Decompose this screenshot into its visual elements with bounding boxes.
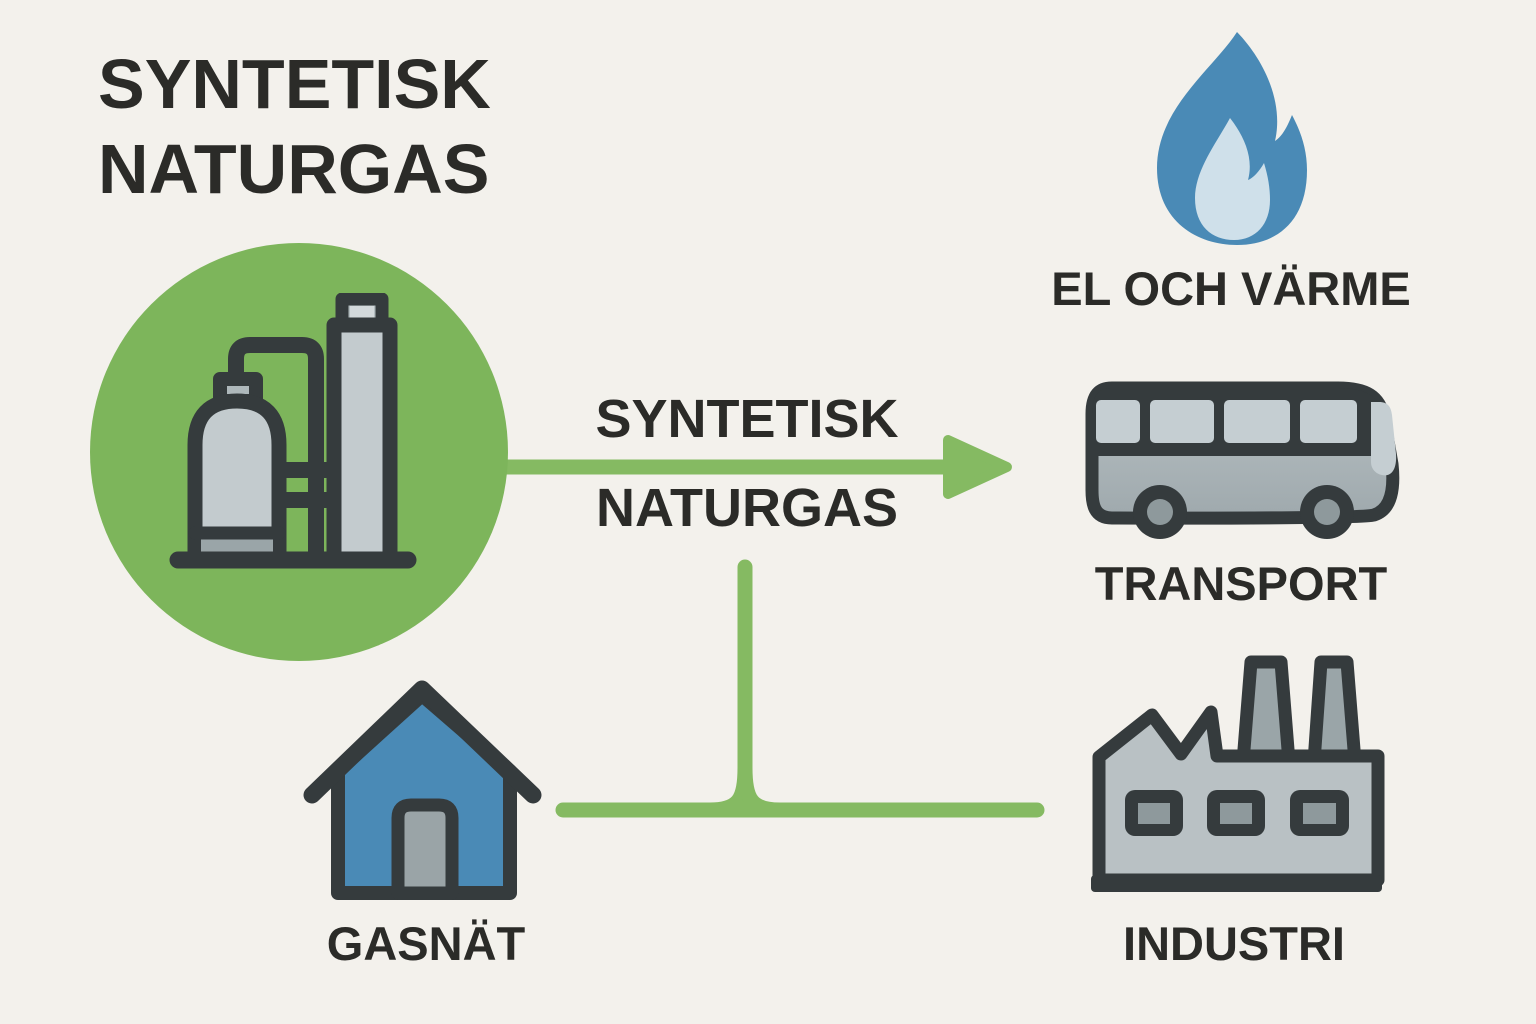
page-title: SYNTETISK NATURGAS — [98, 42, 491, 212]
arrow-head — [943, 435, 1012, 499]
gas-plant-icon — [169, 293, 417, 569]
transport-label: TRANSPORT — [1094, 557, 1388, 610]
industri-label: INDUSTRI — [1123, 917, 1345, 970]
plant-node — [90, 243, 508, 661]
house-icon — [303, 680, 542, 900]
gas-flame-icon — [1157, 32, 1307, 245]
factory-icon — [1091, 655, 1385, 892]
page-title-line2: NATURGAS — [98, 130, 490, 208]
el-och-varme-label: EL OCH VÄRME — [1051, 262, 1411, 315]
page-title-line1: SYNTETISK — [98, 45, 491, 123]
flow-label-line1: SYNTETISK — [595, 389, 899, 449]
bus-icon — [1085, 381, 1400, 539]
gasnat-label: GASNÄT — [326, 917, 526, 970]
flow-label-line2: NATURGAS — [596, 478, 898, 538]
